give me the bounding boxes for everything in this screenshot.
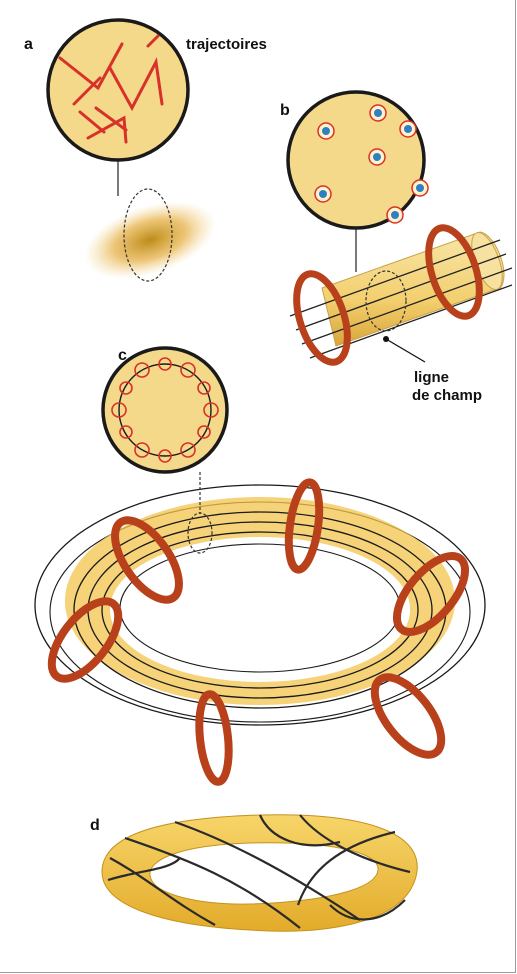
panel-b-letter: b bbox=[280, 102, 290, 119]
field-line-label-2: de champ bbox=[412, 387, 482, 404]
magnified-view-a bbox=[48, 20, 188, 160]
magnified-view-b bbox=[288, 92, 428, 228]
torus-hole bbox=[110, 538, 410, 682]
panel-d: d bbox=[90, 815, 417, 931]
panel-d-letter: d bbox=[90, 817, 100, 834]
trajectories-caption: trajectoires bbox=[186, 36, 267, 53]
field-line-pointer bbox=[386, 339, 425, 362]
panel-a: a trajectoires bbox=[24, 20, 267, 293]
magnified-view-c bbox=[103, 348, 227, 472]
panel-a-letter: a bbox=[24, 36, 33, 53]
field-line-label-1: ligne bbox=[414, 369, 449, 386]
panel-b: b bbox=[280, 92, 512, 404]
plasma-cloud bbox=[75, 187, 225, 294]
panel-c: c bbox=[35, 347, 485, 783]
stellarator-plasma bbox=[102, 815, 417, 931]
magnetic-coil bbox=[362, 666, 453, 766]
